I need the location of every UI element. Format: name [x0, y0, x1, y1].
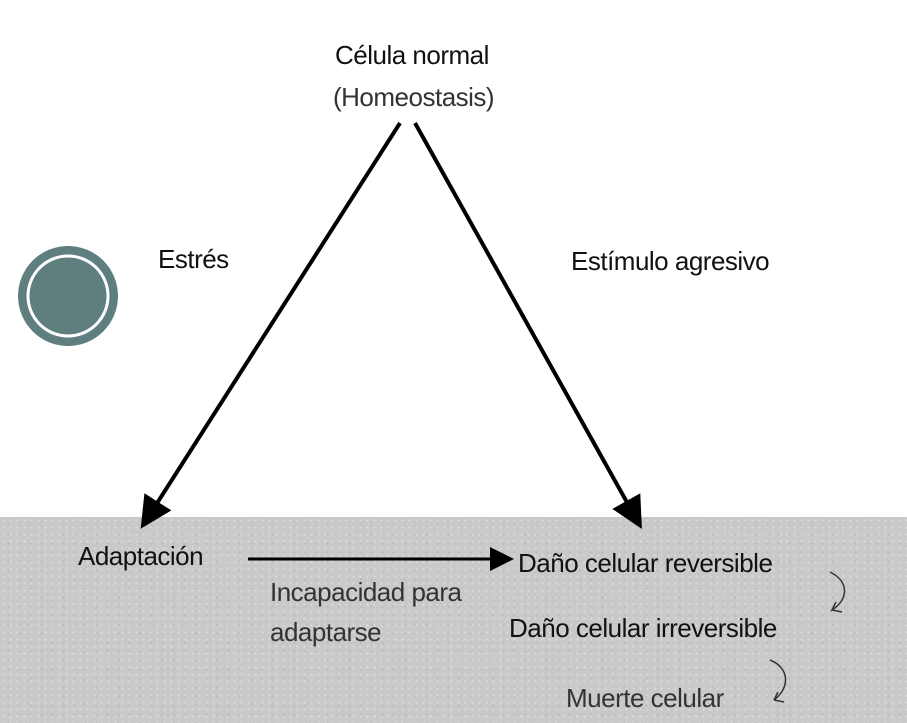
node-cell-death: Muerte celular — [566, 683, 724, 713]
curved-arrow-icon — [829, 571, 846, 613]
label-inability-line2: adaptarse — [270, 617, 382, 647]
arrow-aggressive-stimulus — [413, 122, 642, 529]
curved-arrow-icon — [769, 659, 787, 703]
node-reversible-damage: Daño celular reversible — [518, 548, 773, 578]
arrow-stress — [140, 121, 402, 529]
label-aggressive-stimulus: Estímulo agresivo — [571, 246, 770, 276]
node-title-normal-cell: Célula normal — [335, 40, 489, 70]
node-irreversible-damage: Daño celular irreversible — [509, 613, 777, 643]
label-stress: Estrés — [158, 244, 229, 274]
decorative-circle-icon — [18, 246, 118, 346]
textured-background-band — [0, 517, 907, 723]
node-subtitle-homeostasis: (Homeostasis) — [333, 82, 495, 112]
node-adaptation: Adaptación — [78, 541, 204, 571]
label-inability-line1: Incapacidad para — [270, 577, 462, 607]
